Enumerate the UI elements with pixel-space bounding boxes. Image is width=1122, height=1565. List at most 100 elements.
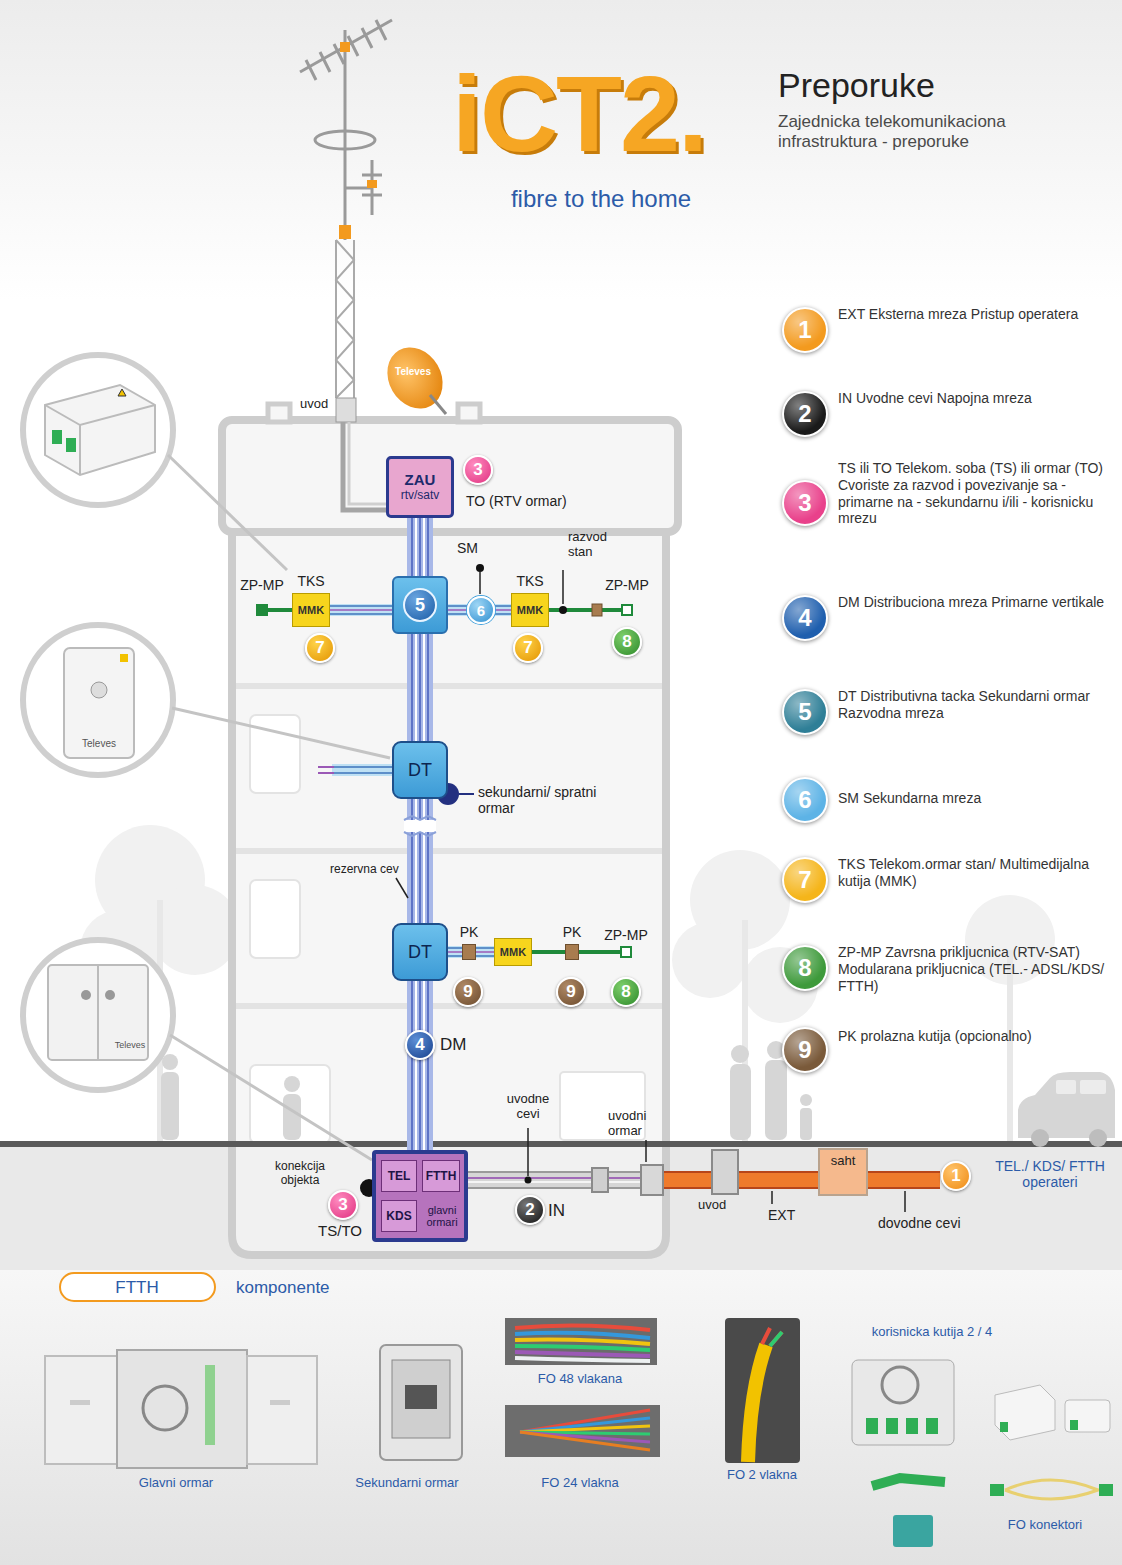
- logo-text: iCT2.: [452, 60, 706, 168]
- legend-swatch: 8: [782, 945, 828, 991]
- callout-number: 8: [611, 977, 641, 1007]
- connector: [476, 948, 494, 956]
- text-label: TS/TO: [318, 1222, 362, 1239]
- legend-swatch: 9: [782, 1027, 828, 1073]
- text-label: Zajednicka telekomunikaciona infrastrukt…: [778, 112, 1053, 151]
- text-label: Televes: [82, 738, 116, 750]
- connector-line: [468, 1173, 640, 1187]
- legend-text: ZP-MP Zavrsna prikljucnica (RTV-SAT) Mod…: [838, 944, 1108, 994]
- text-label: razvod stan: [568, 530, 618, 560]
- connector-line: [495, 605, 511, 607]
- multimedia-box: TKSMMK: [292, 593, 330, 627]
- connector-line: [407, 981, 433, 1150]
- connector-line: [407, 518, 433, 576]
- legend-text: DT Distributivna tacka Sekundarni ormar …: [838, 688, 1108, 722]
- connector-line: [330, 604, 392, 616]
- connector-line: [427, 981, 429, 1150]
- connector-line: [476, 947, 494, 949]
- connector: [664, 1180, 818, 1181]
- connector-line: [448, 605, 467, 607]
- text-label: TO (RTV ormar): [466, 493, 567, 509]
- connector-line: [415, 518, 417, 576]
- connector-line: [419, 981, 421, 1150]
- connector-line: [468, 1177, 640, 1179]
- legend-number: 3: [798, 489, 811, 517]
- connector-line: [268, 608, 292, 612]
- text-label: uvodne cevi: [498, 1092, 558, 1122]
- connector-line: [330, 609, 392, 611]
- text-label: uvod: [698, 1198, 726, 1213]
- connector-line: [415, 981, 417, 1150]
- connector-line: [532, 950, 565, 954]
- connector-line: [427, 634, 429, 741]
- legend-number: 4: [798, 604, 811, 632]
- rtv-cabinet: ZAUrtv/satv: [386, 456, 454, 518]
- legend-text: IN Uvodne cevi Napojna mreza: [838, 390, 1108, 407]
- connector-line: [664, 1171, 818, 1189]
- text-label: uvod: [300, 397, 328, 412]
- connector-line: [411, 634, 413, 741]
- legend-swatch: 5: [782, 689, 828, 735]
- text-label: komponente: [236, 1278, 330, 1298]
- connector-line: [664, 1173, 818, 1187]
- distribution-box: 5: [392, 576, 448, 634]
- node-text: TKS: [516, 573, 543, 589]
- connector-line: [579, 950, 620, 954]
- callout-number: 1: [941, 1161, 971, 1191]
- callout-number: 2: [515, 1195, 545, 1225]
- connector: [412, 518, 428, 576]
- connector: [448, 948, 462, 956]
- legend-text: PK prolazna kutija (opcionalno): [838, 1028, 1108, 1045]
- node-text: TEL: [388, 1169, 411, 1183]
- connector-line: [468, 1181, 640, 1183]
- node-text: saht: [831, 1153, 856, 1168]
- node-text: ZP-MP: [604, 927, 648, 943]
- title: Preporuke: [778, 66, 935, 105]
- socket: ZP-MP: [621, 604, 633, 616]
- node-text: KDS: [386, 1209, 411, 1223]
- node-text: 5: [403, 588, 437, 622]
- connector: [532, 952, 565, 953]
- legend-text: SM Sekundarna mreza: [838, 790, 1108, 807]
- connector-line: [330, 613, 392, 615]
- text-label: IN: [548, 1201, 565, 1221]
- node-text: DT: [408, 942, 432, 963]
- node-text: FTTH: [426, 1169, 457, 1183]
- multimedia-box: MMK: [494, 938, 532, 966]
- connector: [268, 610, 292, 611]
- text-label: dovodne cevi: [878, 1215, 961, 1231]
- connector-line: [476, 951, 494, 953]
- node-text: ZP-MP: [240, 577, 284, 593]
- text-label: FTTH: [115, 1278, 158, 1298]
- legend-number: 8: [798, 954, 811, 982]
- text-label: SM: [457, 540, 478, 556]
- connector-line: [415, 634, 417, 741]
- callout-number: 3: [463, 455, 493, 485]
- callout-number: 3: [328, 1190, 358, 1220]
- entry-cabinet: uvodni ormar: [640, 1164, 664, 1196]
- legend-swatch: 4: [782, 595, 828, 641]
- connector-line: [448, 946, 462, 958]
- legend-number: 2: [798, 400, 811, 428]
- connector-line: [423, 981, 425, 1150]
- node-text: PK: [460, 924, 479, 940]
- text-label: Glavni ormar: [139, 1476, 213, 1491]
- connector-line: [495, 609, 511, 611]
- text-label: Sekundarni ormar: [355, 1476, 458, 1491]
- connector-line: [423, 634, 425, 741]
- legend-swatch: 2: [782, 391, 828, 437]
- text-label: FO 24 vlakna: [541, 1476, 618, 1491]
- connector-line: [427, 518, 429, 576]
- connector-line: [411, 518, 413, 576]
- text-label: Televes: [115, 1040, 146, 1050]
- connector-line: [448, 613, 467, 615]
- connector-line: [476, 955, 494, 957]
- legend-swatch: 1: [782, 307, 828, 353]
- connector: [579, 952, 620, 953]
- text-label: korisnicka kutija 2 / 4: [872, 1325, 993, 1340]
- legend-text: DM Distribuciona mreza Primarne vertikal…: [838, 594, 1108, 611]
- text-label: konekcija objekta: [267, 1160, 333, 1188]
- node-text: MMK: [500, 946, 526, 958]
- connector-line: [468, 1171, 640, 1189]
